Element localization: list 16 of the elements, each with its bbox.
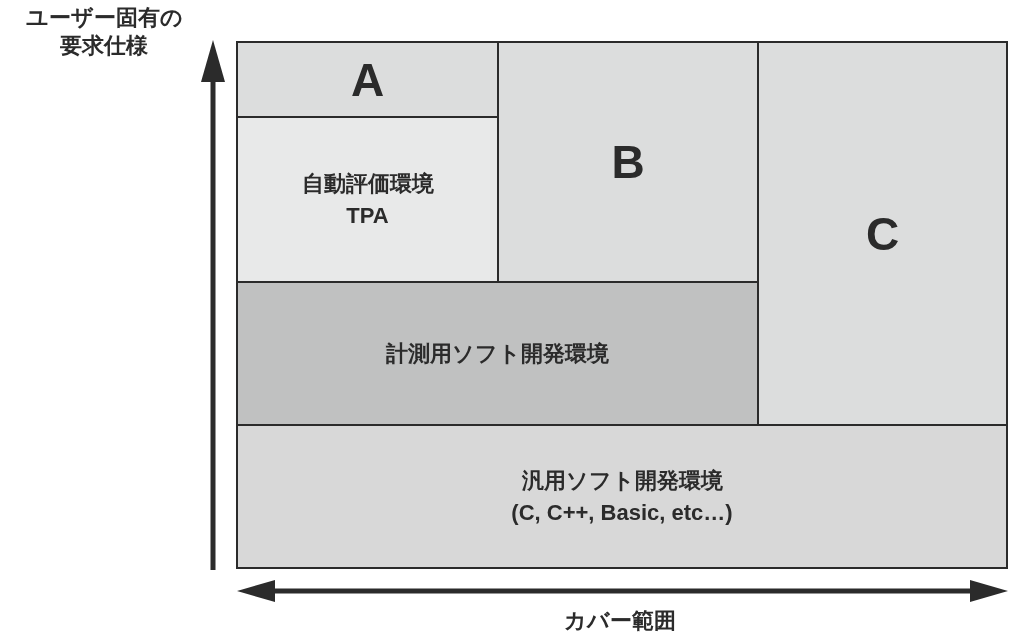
category-letter: C (865, 210, 900, 257)
category-letter: B (611, 139, 645, 185)
category-letter: A (350, 56, 385, 103)
category-box (497, 41, 759, 283)
layer-title: 自動評価環境 (301, 169, 434, 198)
layer-box (236, 424, 1008, 569)
axis-label: カバー範囲 (563, 607, 677, 635)
layer-box (236, 281, 759, 426)
layer-examples: (C, C++, Basic, etc…) (511, 498, 733, 527)
category-box (757, 41, 1008, 426)
layer-title: 汎用ソフト開発環境 (521, 466, 723, 495)
layer-examples: TPA (346, 201, 389, 230)
category-box (236, 41, 499, 118)
axis-label: ユーザー固有の要求仕様 (24, 4, 184, 60)
layer-title: 計測用ソフト開発環境 (386, 339, 609, 368)
layer-box (236, 116, 499, 283)
